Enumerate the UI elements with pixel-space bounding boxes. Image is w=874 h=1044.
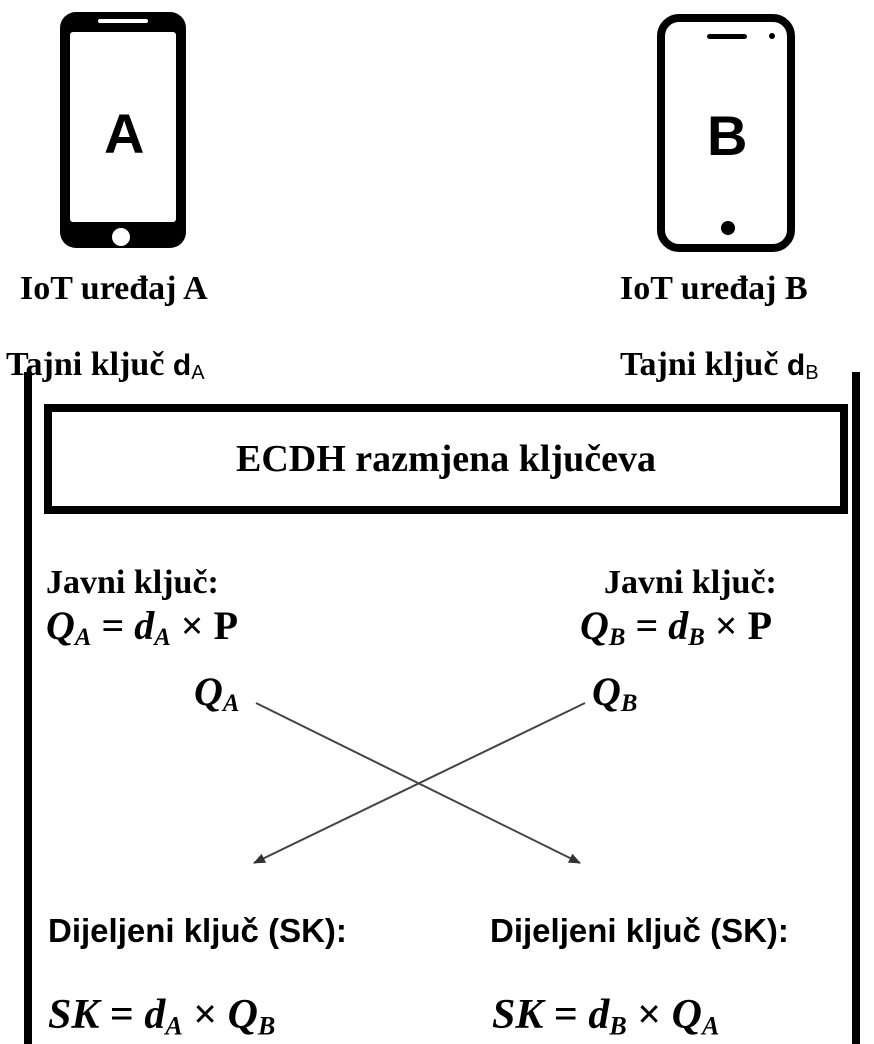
- left-sent-value: QA: [194, 672, 239, 717]
- phone-b-letter: B: [707, 104, 748, 167]
- formula-subscript: A: [165, 1011, 183, 1041]
- formula-term: Q: [227, 992, 258, 1038]
- device-a-name: IoT uređaj A: [20, 270, 208, 307]
- formula-term: d: [134, 603, 155, 648]
- sent-value-subscript: B: [620, 690, 638, 718]
- device-a-secret-key: Tajni ključ dA: [6, 346, 205, 384]
- formula-operator: ×: [180, 603, 204, 648]
- right-public-key-formula: QB = dB × P: [580, 606, 772, 651]
- formula-term: Q: [580, 603, 609, 648]
- formula-term: SK: [48, 992, 100, 1038]
- phone-a-icon: A: [60, 12, 186, 248]
- lifeline-a: [24, 372, 32, 1044]
- formula-subscript: A: [74, 624, 92, 652]
- formula-term: d: [668, 603, 689, 648]
- left-shared-key-label: Dijeljeni ključ (SK):: [48, 912, 347, 949]
- phone-b-camera: [769, 33, 775, 39]
- secret-key-a-label: Tajni ključ: [6, 346, 165, 383]
- sent-value-subscript: A: [222, 690, 240, 718]
- formula-subscript: A: [154, 624, 171, 652]
- phone-b-icon: B: [657, 14, 795, 252]
- formula-subscript: B: [688, 624, 705, 652]
- phone-b-speaker: [707, 34, 747, 39]
- formula-operator: ×: [637, 992, 662, 1038]
- formula-term: d: [144, 992, 166, 1038]
- formula-subscript: A: [701, 1011, 720, 1041]
- ecdh-exchange-box: ECDH razmjena ključeva: [44, 404, 848, 514]
- formula-operator: =: [553, 992, 578, 1038]
- formula-subscript: B: [609, 1011, 627, 1041]
- right-shared-key-label: Dijeljeni ključ (SK):: [490, 912, 789, 949]
- device-b-secret-key: Tajni ključ dB: [620, 346, 819, 384]
- right-shared-key-formula: SK = dB × QA: [492, 994, 719, 1040]
- ecdh-exchange-title: ECDH razmjena ključeva: [235, 438, 657, 480]
- phone-b-home-button: [721, 221, 735, 235]
- formula-operator: =: [635, 603, 659, 648]
- formula-subscript: B: [257, 1011, 276, 1041]
- phone-a-letter: A: [104, 102, 145, 165]
- formula-subscript: B: [608, 624, 626, 652]
- secret-key-b-subscript: B: [805, 362, 819, 384]
- formula-term: Q: [46, 603, 75, 648]
- sent-value-symbol: Q: [592, 669, 621, 714]
- left-public-key-formula: QA = dA × P: [46, 606, 238, 651]
- formula-term: d: [588, 992, 610, 1038]
- formula-point: P: [213, 603, 239, 648]
- right-sent-value: QB: [592, 672, 637, 717]
- formula-term: SK: [492, 992, 544, 1038]
- formula-term: Q: [671, 992, 702, 1038]
- formula-operator: ×: [714, 603, 738, 648]
- formula-operator: =: [109, 992, 134, 1038]
- phone-a-screen: [70, 32, 176, 222]
- formula-operator: =: [101, 603, 125, 648]
- arrow-qb-to-a: [253, 702, 586, 864]
- phone-a-home-button: [112, 228, 130, 246]
- right-public-key-label: Javni ključ:: [604, 564, 777, 601]
- phone-a-speaker: [98, 19, 148, 23]
- secret-key-a-symbol: d: [172, 349, 192, 382]
- arrow-qa-to-b: [255, 702, 581, 864]
- secret-key-b-symbol: d: [786, 349, 806, 382]
- lifeline-b: [852, 372, 860, 1044]
- secret-key-a-subscript: A: [191, 362, 205, 384]
- formula-operator: ×: [193, 992, 218, 1038]
- left-public-key-label: Javni ključ:: [46, 564, 219, 601]
- formula-point: P: [747, 603, 773, 648]
- secret-key-b-label: Tajni ključ: [620, 346, 779, 383]
- left-shared-key-formula: SK = dA × QB: [48, 994, 275, 1040]
- device-b-name: IoT uređaj B: [620, 270, 808, 307]
- sent-value-symbol: Q: [194, 669, 223, 714]
